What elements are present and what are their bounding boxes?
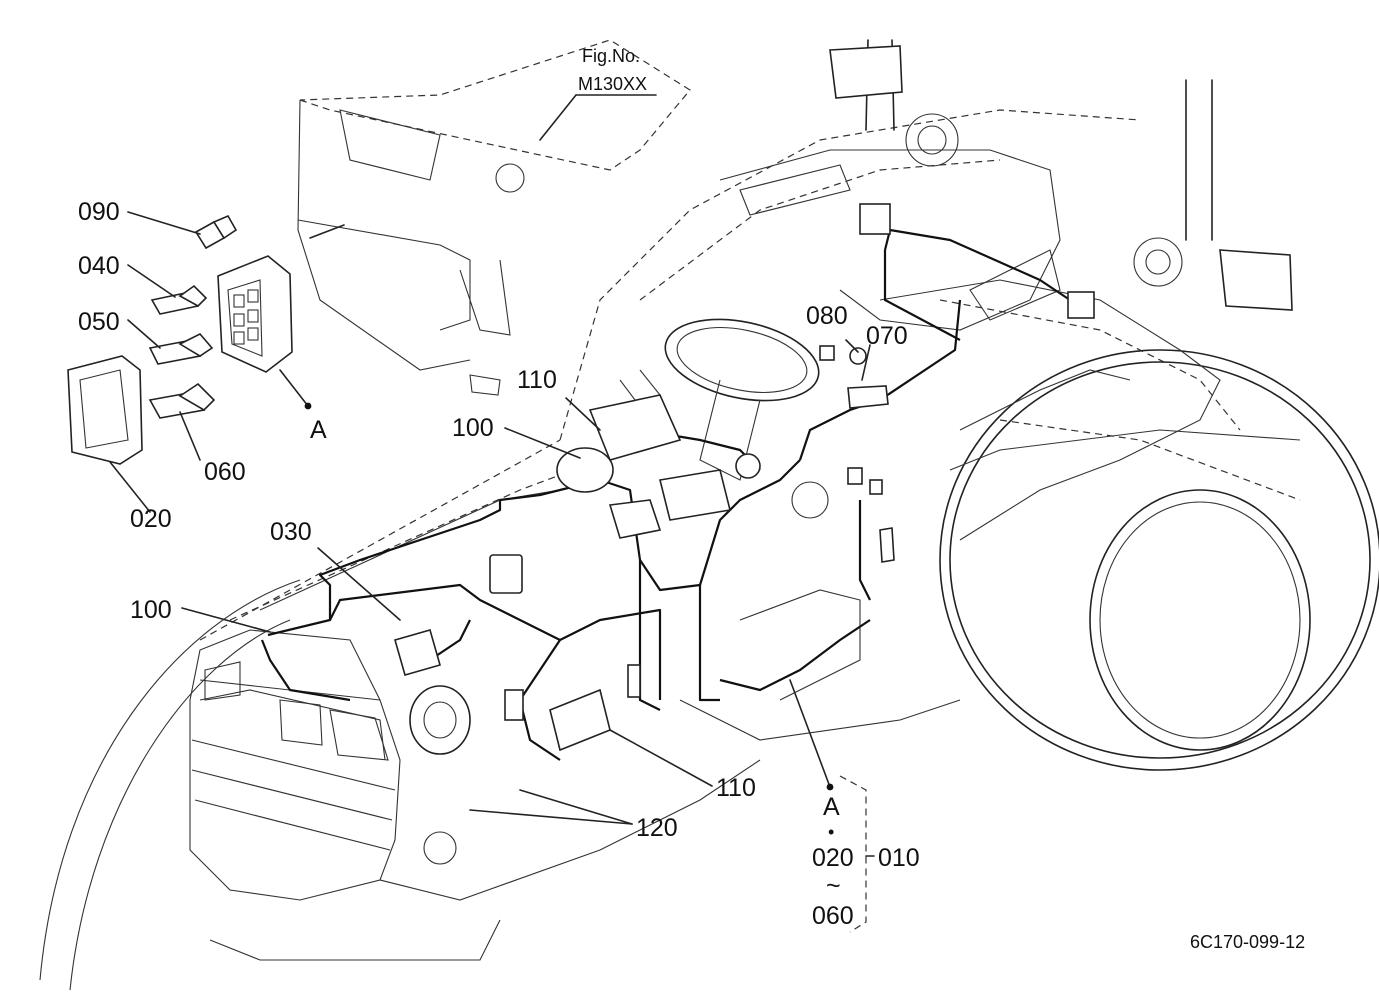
- point-a-right-label: A: [823, 793, 840, 821]
- part-120-label: 120: [636, 814, 678, 842]
- leader-lines: [109, 94, 875, 933]
- point-a-right-dot: [826, 783, 834, 791]
- part-080-label: 080: [806, 302, 848, 330]
- harness-components: [394, 203, 1095, 755]
- part-110-top-label: 110: [517, 366, 557, 394]
- part-090-label: 090: [78, 198, 120, 226]
- part-100-left-label: 100: [130, 596, 172, 624]
- part-050-label: 050: [78, 308, 120, 336]
- range-end-label: 060: [812, 902, 854, 930]
- part-100-top-label: 100: [452, 414, 494, 442]
- part-110-bottom-label: 110: [716, 774, 756, 802]
- fuse-box-parts: [67, 214, 293, 465]
- figure-code: 6C170-099-12: [1190, 932, 1305, 952]
- point-a-left-label: A: [310, 416, 327, 444]
- range-tilde: ~: [826, 872, 841, 900]
- part-020-label: 020: [130, 505, 172, 533]
- fig-number: M130XX: [578, 74, 647, 94]
- part-040-label: 040: [78, 252, 120, 280]
- part-010-label: 010: [878, 844, 920, 872]
- tractor-outline: [39, 39, 1379, 991]
- fig-title: Fig.No.: [582, 46, 640, 66]
- range-start-label: 020: [812, 844, 854, 872]
- point-a-left-dot: [304, 402, 312, 410]
- range-bullet: •: [828, 822, 834, 842]
- part-030-label: 030: [270, 518, 312, 546]
- part-070-label: 070: [866, 322, 908, 350]
- part-060-label: 060: [204, 458, 246, 486]
